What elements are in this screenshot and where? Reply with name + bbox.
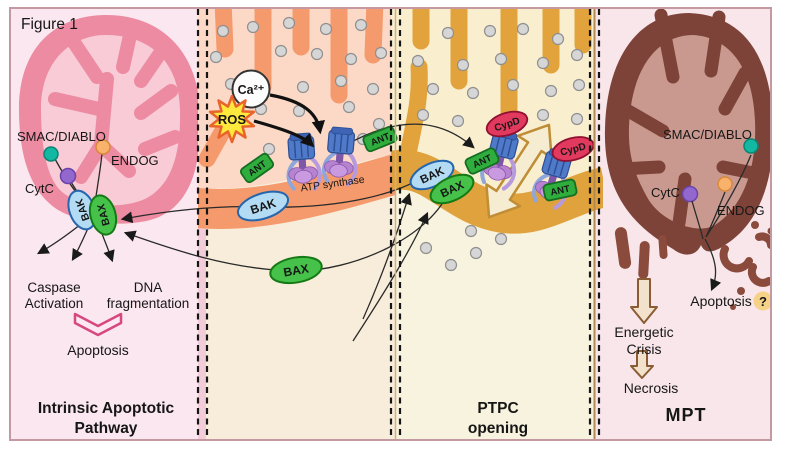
ant-label: ANT [550, 184, 572, 199]
smac-dot [43, 146, 59, 162]
dna-fragmentation-label: fragmentation [107, 296, 190, 311]
caspase-activation-label: Caspase [27, 280, 80, 295]
cytc-label: CytC [651, 185, 680, 200]
ros-label: ROS [218, 112, 247, 127]
energetic-crisis-arrow-icon [630, 278, 658, 324]
cytc-label: CytC [25, 181, 54, 196]
cytc-dot [59, 167, 77, 185]
panel-mpt-title: MPT [666, 405, 707, 425]
calcium-label: Ca²⁺ [238, 83, 265, 97]
calcium-circle [231, 69, 271, 109]
endog-dot [717, 176, 733, 192]
mitochondrial-fragments [614, 221, 770, 310]
energetic-crisis-label: Energetic [614, 324, 673, 340]
figure-frame: Ca²⁺ ROS CypD CypD ANT ANT ANT ANT BAK B… [9, 7, 772, 441]
panel-ptpc-title: opening [468, 420, 528, 437]
bak-pore-oval: BAK [67, 189, 97, 231]
cypd-oval: CypD [551, 136, 595, 162]
endog-dot [95, 139, 111, 155]
ant-tag: ANT [464, 147, 500, 175]
cytc-dot [681, 185, 699, 203]
bak-oval: BAK [236, 190, 290, 222]
smac-label: SMAC/DIABLO [663, 127, 752, 142]
endog-label: ENDOG [717, 203, 765, 218]
diagram-canvas: Ca²⁺ ROS CypD CypD ANT ANT ANT ANT BAK B… [11, 9, 770, 439]
bax-oval: BAX [429, 173, 475, 205]
panel-dividers [196, 9, 601, 439]
apoptosis-label: Apoptosis [690, 293, 751, 309]
caspase-activation-label: Activation [25, 296, 84, 311]
mpt-release-arrows [691, 154, 752, 292]
apoptosis-label: Apoptosis [67, 342, 128, 358]
apoptosis-chevron-icon [73, 312, 123, 337]
released-protein-dots [43, 138, 759, 203]
bax-label: BAX [95, 202, 112, 227]
ptpc-flux-arrow [485, 123, 553, 219]
question-badge [753, 291, 770, 311]
figure-title: Figure 1 [21, 16, 78, 33]
cristae [614, 9, 760, 230]
cristae [398, 9, 592, 168]
necrosis-label: Necrosis [624, 380, 678, 396]
smac-dot [743, 138, 759, 154]
dna-fragmentation-label: DNA [134, 280, 163, 295]
panel-intrinsic-title: Intrinsic Apoptotic [38, 400, 175, 417]
bax-oval: BAX [269, 255, 323, 285]
panel-intrinsic-title: Pathway [75, 420, 138, 437]
cristae [48, 24, 182, 184]
panel-ptpc-title: PTPC [477, 400, 518, 417]
ant-tag: ANT [542, 178, 578, 202]
mpt-mitochondrion [604, 9, 770, 310]
energetic-crisis-label: Crisis [627, 341, 662, 357]
endog-label: ENDOG [111, 153, 159, 168]
necrosis-arrow-icon [630, 350, 654, 379]
smac-label: SMAC/DIABLO [17, 129, 106, 144]
question-mark-label: ? [759, 294, 767, 309]
bax-pore-oval: BAX [88, 194, 118, 236]
stress-arrows [253, 93, 325, 148]
bax-label: BAX [282, 261, 309, 279]
fragment-crescents [719, 232, 770, 287]
cypd-oval: CypD [485, 110, 529, 138]
ant-tag: ANT [239, 152, 275, 184]
ros-star-icon [208, 94, 256, 144]
